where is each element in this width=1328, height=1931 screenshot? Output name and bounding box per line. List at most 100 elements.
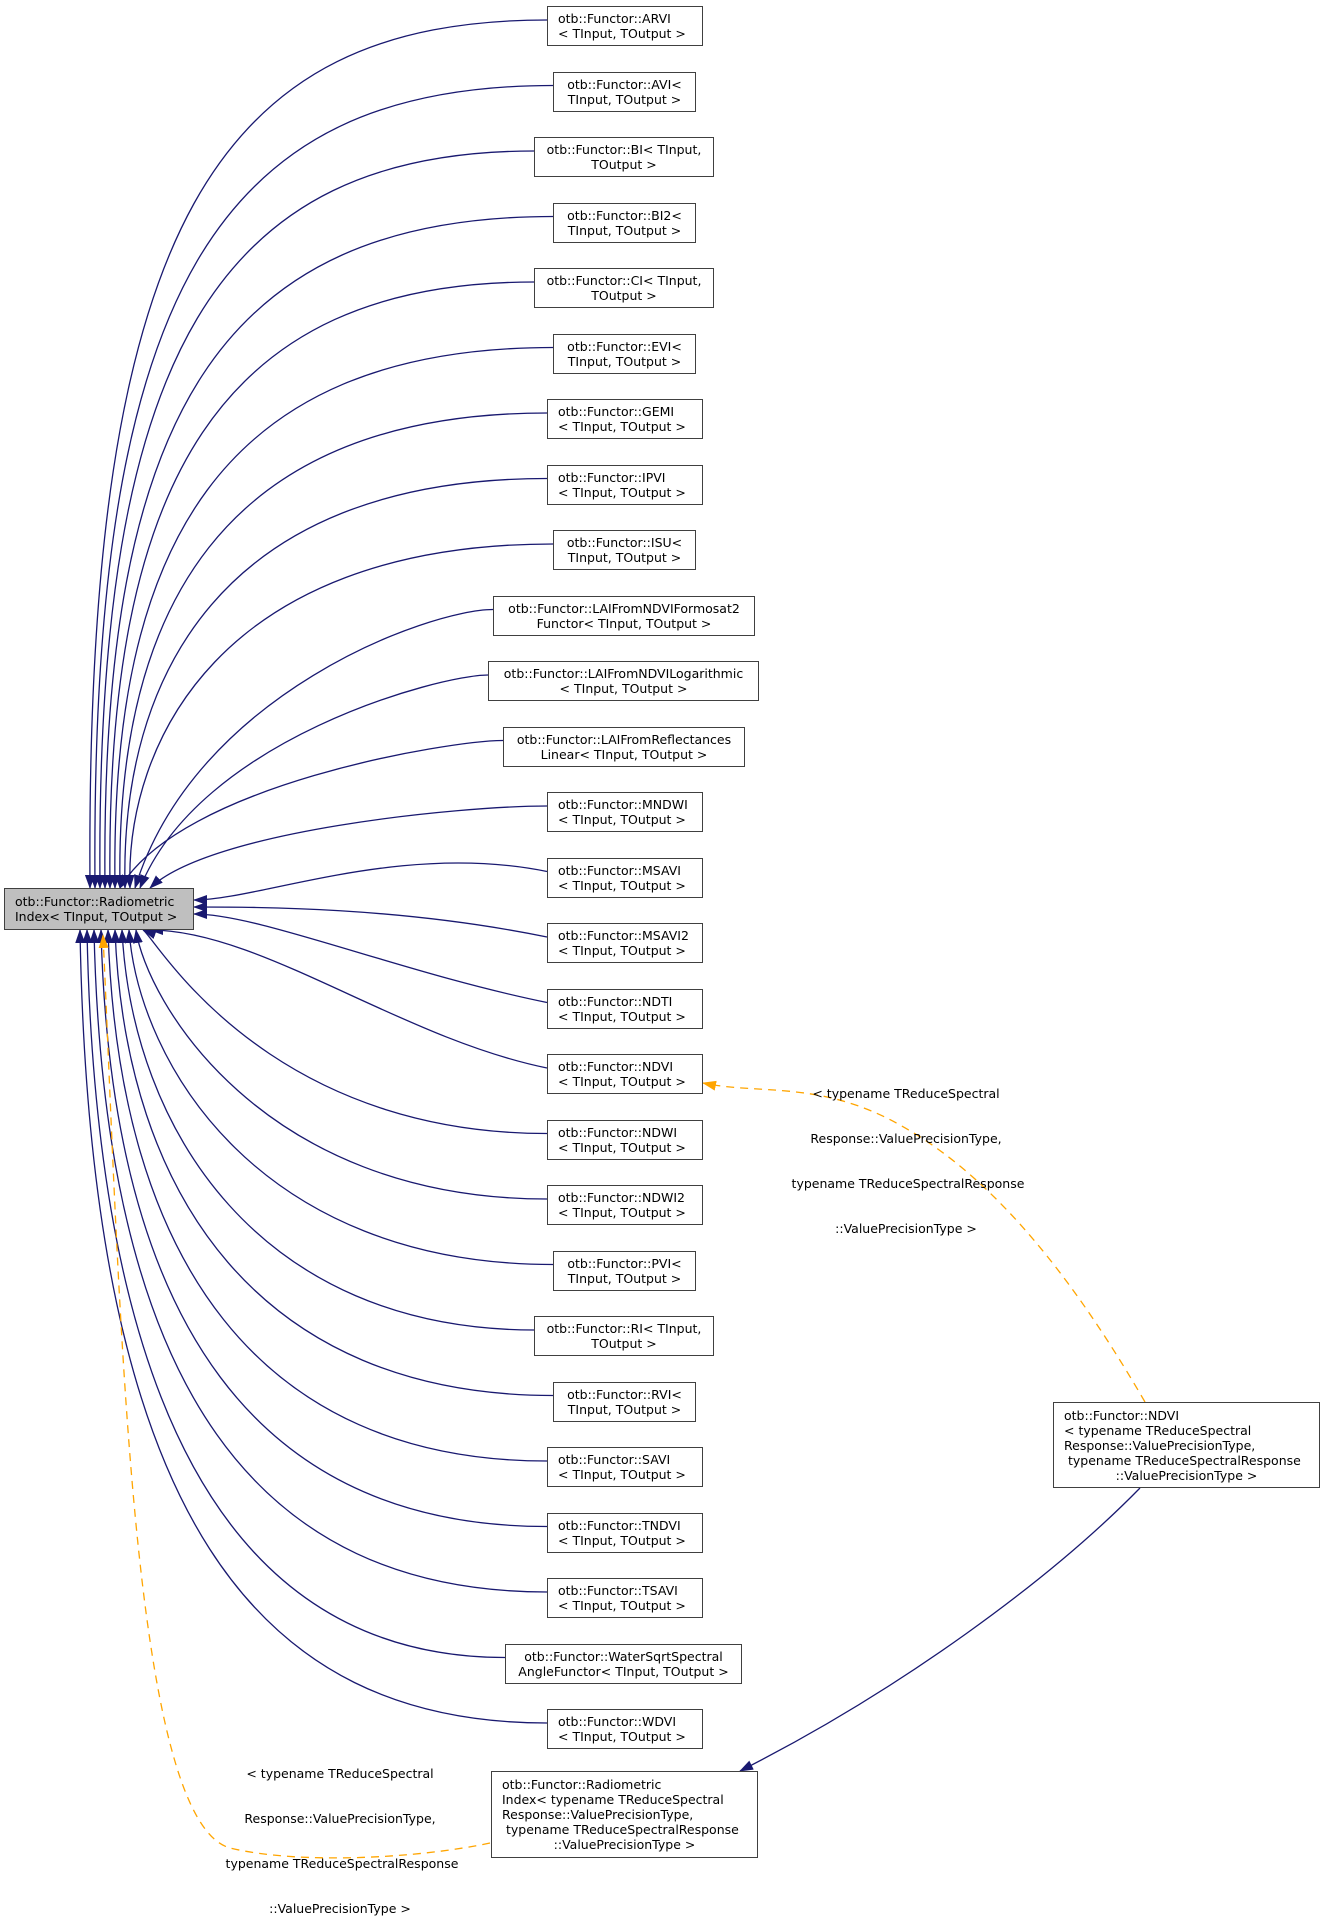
node-child[interactable]: otb::Functor::ARVI< TInput, TOutput > <box>547 6 703 46</box>
node-template: TOutput > <box>591 1336 657 1351</box>
inherit-edge <box>142 929 548 1135</box>
label-line: < typename TReduceSpectral <box>812 1086 1000 1101</box>
node-template: < TInput, TOutput > <box>558 812 686 827</box>
node-title: otb::Functor::NDWI2 <box>558 1190 685 1205</box>
template-edge-radiometric <box>98 934 491 1859</box>
node-template: < TInput, TOutput > <box>558 1205 686 1220</box>
node-child[interactable]: otb::Functor::PVI<TInput, TOutput > <box>553 1250 696 1291</box>
inherit-edge <box>109 346 554 889</box>
node-line: ::ValuePrecisionType > <box>1115 1467 1258 1483</box>
inherit-edge <box>89 84 554 889</box>
inherit-edge <box>193 862 548 905</box>
edge-label-right: < typename TReduceSpectral Response::Val… <box>776 1056 1036 1251</box>
node-child[interactable]: otb::Functor::BI2<TInput, TOutput > <box>553 202 696 243</box>
label-line: ::ValuePrecisionType > <box>835 1221 977 1236</box>
node-child[interactable]: otb::Functor::RVI<TInput, TOutput > <box>553 1381 696 1422</box>
inherit-edge <box>132 929 548 1200</box>
inherit-edge <box>193 909 548 1004</box>
inherit-edge <box>149 805 548 889</box>
node-title: otb::Functor::LAIFromNDVILogarithmic <box>503 666 744 681</box>
node-title: otb::Functor::LAIFromReflectances <box>516 731 732 747</box>
inherit-edge <box>149 925 548 1069</box>
inherit-edge <box>139 674 489 889</box>
node-template: < TInput, TOutput > <box>558 419 686 434</box>
node-title: otb::Functor::BI2< <box>567 207 682 223</box>
node-child[interactable]: otb::Functor::SAVI< TInput, TOutput > <box>547 1447 703 1487</box>
label-line: typename TReduceSpectralResponse <box>221 1856 459 1871</box>
inherit-edge <box>124 929 554 1266</box>
node-template: TInput, TOutput > <box>567 222 682 238</box>
node-child[interactable]: otb::Functor::TNDVI< TInput, TOutput > <box>547 1512 703 1553</box>
inherit-edge <box>75 929 548 1724</box>
node-child[interactable]: otb::Functor::NDWI2< TInput, TOutput > <box>547 1185 703 1225</box>
node-title: otb::Functor::WDVI <box>558 1714 677 1729</box>
node-title: otb::Functor::CI< TInput, <box>546 273 702 288</box>
node-template: Index< TInput, TOutput > <box>15 909 178 924</box>
node-template: < TInput, TOutput > <box>558 1008 686 1024</box>
label-line: ::ValuePrecisionType > <box>269 1901 411 1916</box>
node-title: otb::Functor::RI< TInput, <box>546 1321 702 1336</box>
node-child[interactable]: otb::Functor::MSAVI< TInput, TOutput > <box>547 857 703 898</box>
node-template: < TInput, TOutput > <box>558 943 686 958</box>
node-child[interactable]: otb::Functor::NDWI< TInput, TOutput > <box>547 1119 703 1160</box>
node-line: ::ValuePrecisionType > <box>553 1837 696 1852</box>
node-title: otb::Functor::GEMI <box>558 404 675 419</box>
inherit-edge <box>119 477 548 889</box>
node-title: otb::Functor::PVI< <box>567 1255 682 1271</box>
inherit-edge <box>89 929 548 1593</box>
node-template: TInput, TOutput > <box>567 550 682 565</box>
node-title: otb::Functor::ARVI <box>558 11 671 26</box>
node-template: TInput, TOutput > <box>567 353 682 369</box>
label-line: Response::ValuePrecisionType, <box>244 1811 436 1826</box>
node-title: otb::Functor::RVI< <box>567 1386 682 1402</box>
node-radiometric-index-template[interactable]: otb::Functor::Radiometric Index< typenam… <box>491 1771 758 1858</box>
node-child[interactable]: otb::Functor::RI< TInput,TOutput > <box>534 1316 714 1356</box>
label-line: typename TReduceSpectralResponse <box>787 1176 1025 1191</box>
node-child[interactable]: otb::Functor::ISU<TInput, TOutput > <box>553 530 696 570</box>
node-child[interactable]: otb::Functor::WDVI< TInput, TOutput > <box>547 1709 703 1749</box>
node-child[interactable]: otb::Functor::IPVI< TInput, TOutput > <box>547 464 703 505</box>
node-template: TInput, TOutput > <box>567 1270 682 1286</box>
node-child[interactable]: otb::Functor::CI< TInput,TOutput > <box>534 268 714 308</box>
label-line: < typename TReduceSpectral <box>246 1766 434 1781</box>
node-child[interactable]: otb::Functor::NDVI< TInput, TOutput > <box>547 1054 703 1094</box>
node-child[interactable]: otb::Functor::LAIFromNDVILogarithmic< TI… <box>488 661 759 701</box>
node-child[interactable]: otb::Functor::EVI<TInput, TOutput > <box>553 333 696 374</box>
node-ndvi-template[interactable]: otb::Functor::NDVI < typename TReduceSpe… <box>1053 1402 1320 1488</box>
inherit-edge <box>193 902 548 938</box>
node-title: otb::Functor::SAVI <box>558 1452 671 1467</box>
node-title: otb::Functor::ISU< <box>566 535 683 550</box>
node-title: otb::Functor::WaterSqrtSpectral <box>524 1648 723 1664</box>
node-template: TOutput > <box>591 288 657 303</box>
node-radiometric-index-main[interactable]: otb::Functor::Radiometric Index< TInput,… <box>4 888 194 930</box>
inherit-edge <box>119 739 504 889</box>
node-line: otb::Functor::Radiometric <box>502 1777 662 1792</box>
node-child[interactable]: otb::Functor::TSAVI< TInput, TOutput > <box>547 1578 703 1618</box>
node-line: < typename TReduceSpectral <box>1064 1422 1252 1438</box>
label-line: Response::ValuePrecisionType, <box>810 1131 1002 1146</box>
node-line: Response::ValuePrecisionType, <box>1064 1437 1256 1453</box>
node-title: otb::Functor::TNDVI <box>558 1517 681 1533</box>
node-title: otb::Functor::MSAVI <box>558 862 681 878</box>
node-child[interactable]: otb::Functor::MSAVI2< TInput, TOutput > <box>547 923 703 963</box>
node-child[interactable]: otb::Functor::GEMI< TInput, TOutput > <box>547 399 703 439</box>
node-title: otb::Functor::AVI< <box>567 76 682 92</box>
node-template: < TInput, TOutput > <box>558 26 686 41</box>
node-template: TOutput > <box>591 157 657 172</box>
node-child[interactable]: otb::Functor::AVI<TInput, TOutput > <box>553 71 696 112</box>
node-title: otb::Functor::LAIFromNDVIFormosat2 <box>508 600 740 616</box>
inherit-edge-ndvi-template <box>739 1487 1141 1772</box>
node-title: otb::Functor::Radiometric <box>15 894 175 909</box>
node-template: TInput, TOutput > <box>567 91 682 107</box>
inherit-edge <box>124 543 554 889</box>
node-child[interactable]: otb::Functor::MNDWI< TInput, TOutput > <box>547 792 703 832</box>
node-child[interactable]: otb::Functor::BI< TInput,TOutput > <box>534 137 714 177</box>
inherit-edge <box>96 929 548 1528</box>
node-template: TInput, TOutput > <box>567 1401 682 1417</box>
inherit-edge <box>134 608 494 889</box>
node-child[interactable]: otb::Functor::NDTI< TInput, TOutput > <box>547 988 703 1029</box>
node-template: < TInput, TOutput > <box>558 1729 686 1744</box>
